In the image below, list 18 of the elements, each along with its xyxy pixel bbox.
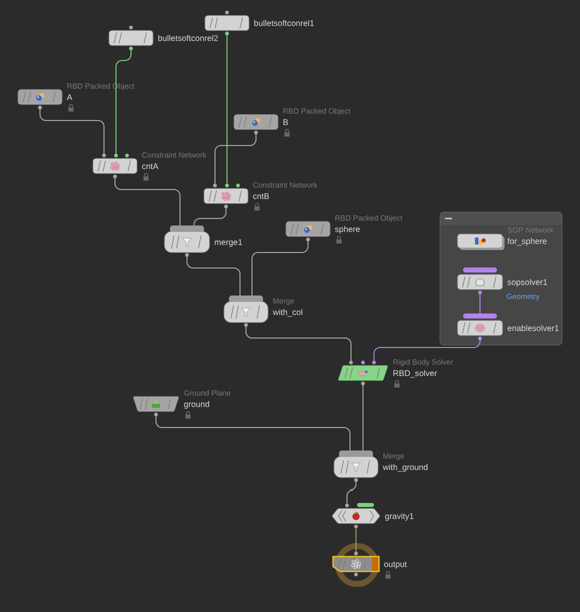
node-name: merge1 xyxy=(214,238,244,248)
node-name: A xyxy=(66,94,73,101)
connection-wire xyxy=(114,176,180,226)
node-name: output xyxy=(383,561,408,570)
connection-wire xyxy=(252,239,308,296)
connection-wire xyxy=(226,33,228,186)
connection-wire xyxy=(40,107,104,156)
connection-wire xyxy=(194,206,226,226)
connection-wire xyxy=(246,324,352,363)
connection-wire xyxy=(156,414,350,451)
node-name: cntB xyxy=(252,192,270,200)
connection-wire xyxy=(186,254,240,296)
connection-wire xyxy=(346,480,356,506)
connection-wire xyxy=(116,48,132,156)
connection-wire xyxy=(362,383,364,451)
node-name: cntA xyxy=(141,162,160,170)
node-name: B xyxy=(282,118,289,126)
connection-wire xyxy=(214,132,256,186)
